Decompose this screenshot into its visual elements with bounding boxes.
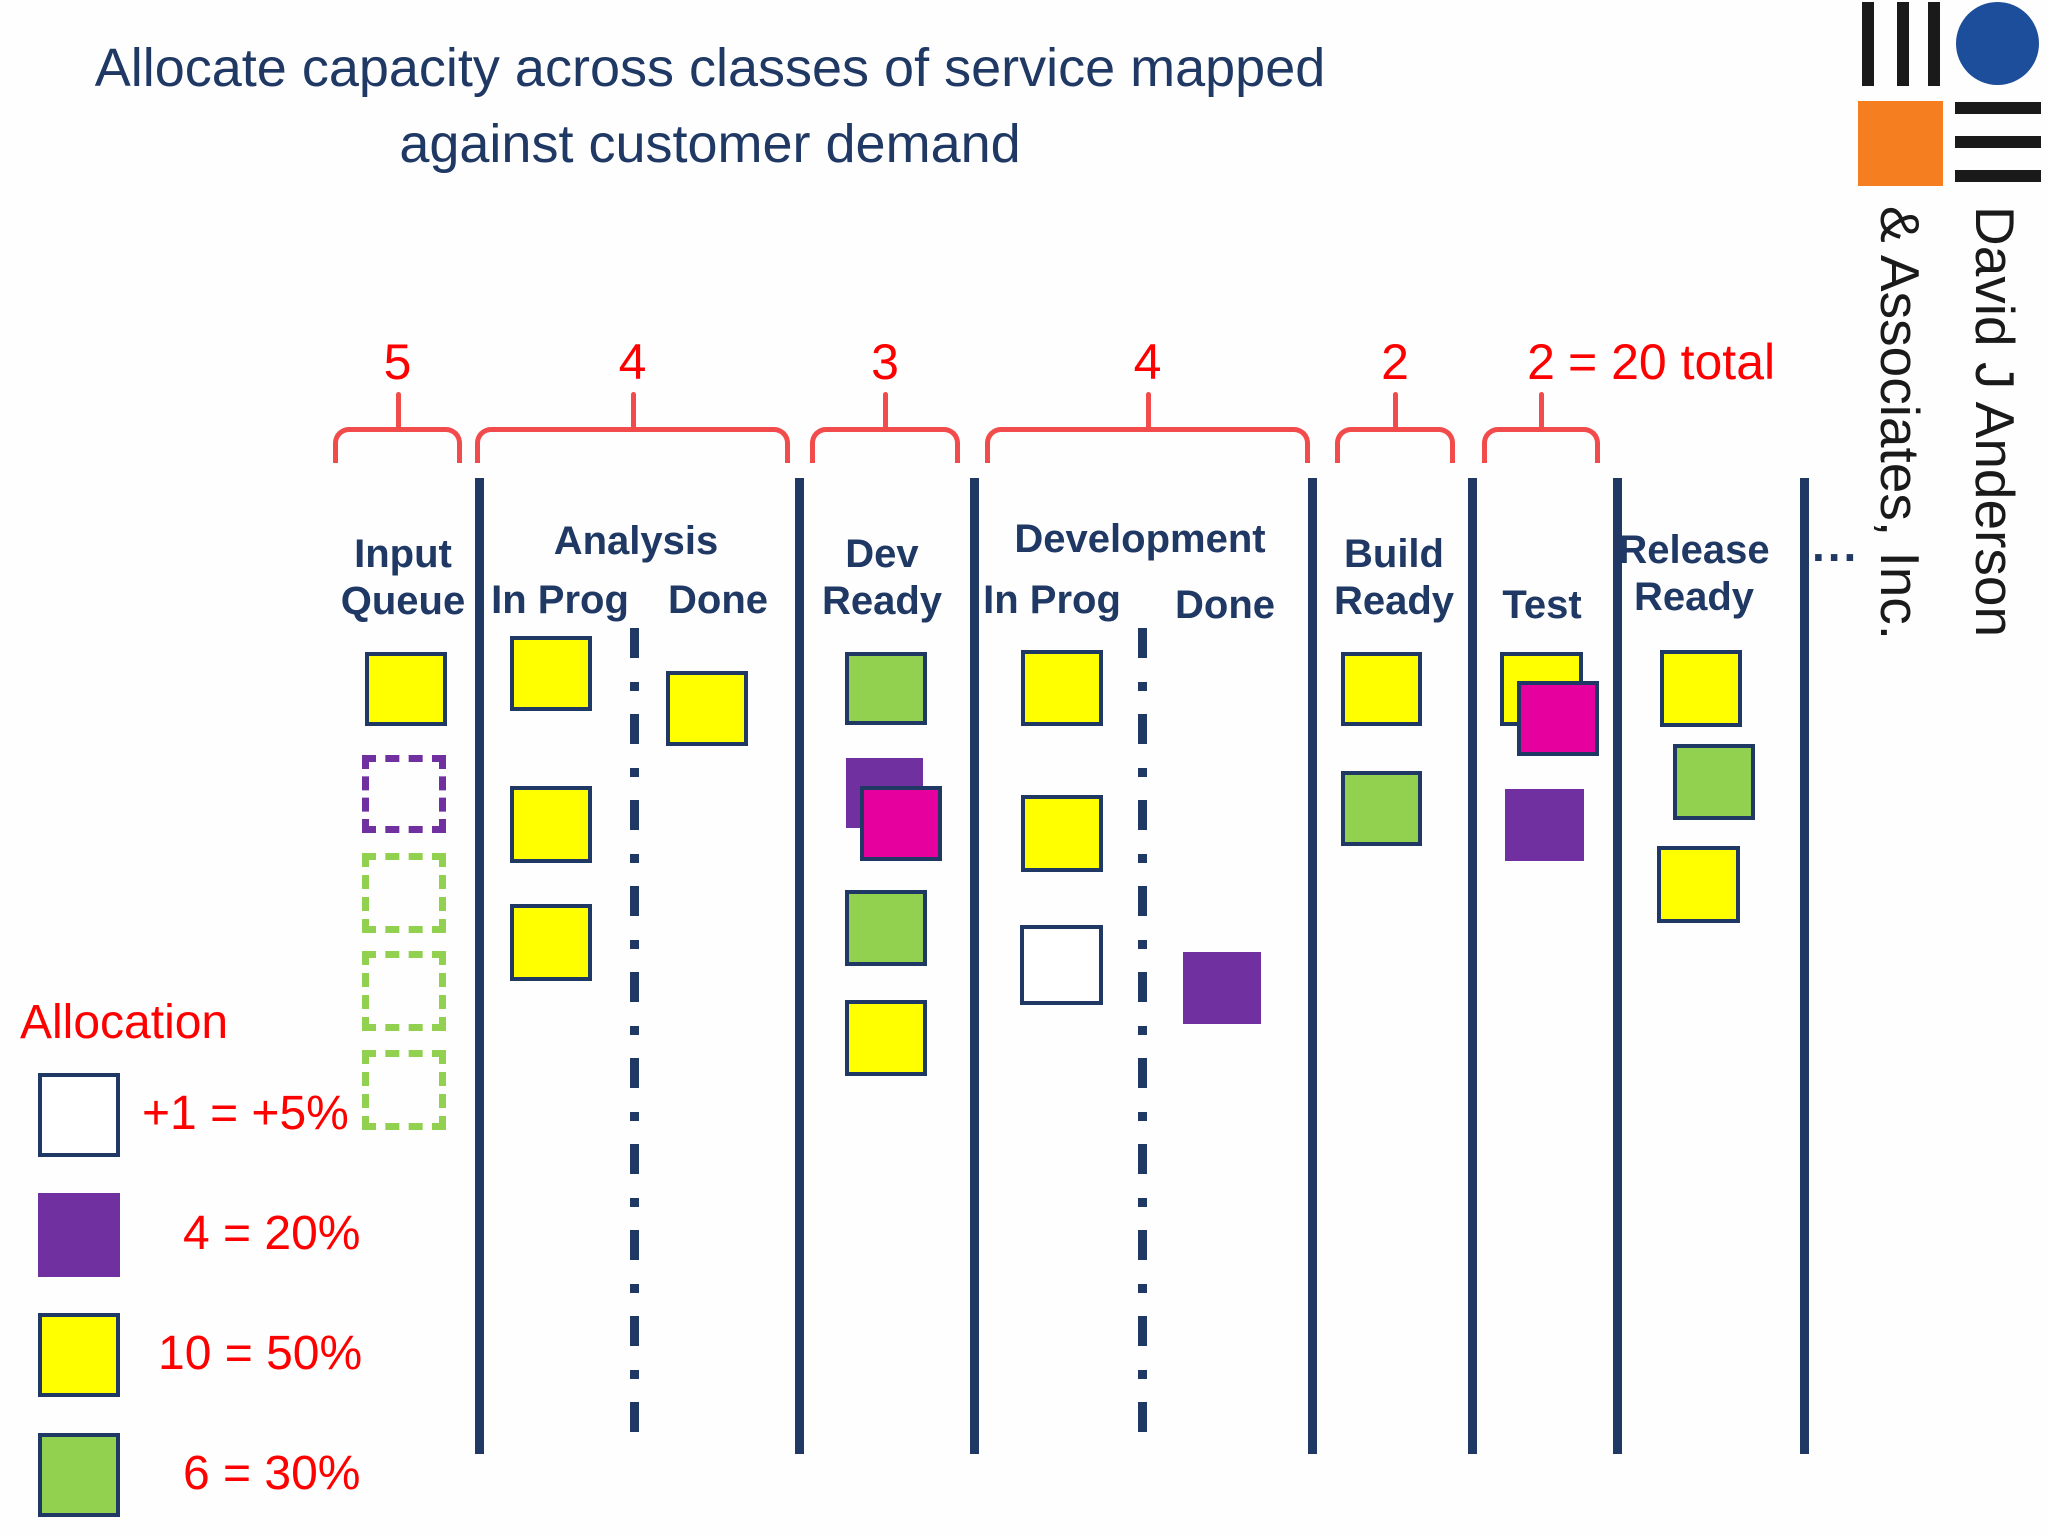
column-header-analysis-in-prog: In Prog bbox=[491, 578, 629, 622]
logo-horizontal-bar-icon bbox=[1955, 102, 2041, 114]
column-header-input-queue-line1: Input bbox=[354, 532, 452, 576]
capacity-total: = 20 total bbox=[1568, 334, 1776, 390]
capacity-count: 5 bbox=[383, 334, 412, 390]
column-header-development-done: Done bbox=[1175, 583, 1275, 627]
column-header-dev-ready-line1: Dev bbox=[845, 532, 919, 576]
sticky-note-white bbox=[1020, 925, 1103, 1005]
sticky-note-yellow bbox=[1021, 650, 1103, 726]
logo-company-name: David J Anderson & Associates, Inc. bbox=[1852, 206, 2042, 686]
sticky-note-yellow bbox=[845, 1000, 927, 1076]
logo-vertical-bar-icon bbox=[1862, 2, 1874, 86]
column-header-input-queue-line2: Queue bbox=[340, 579, 466, 623]
sticky-note-yellow bbox=[1657, 846, 1740, 923]
logo-company-name-line1: David J Anderson bbox=[1964, 206, 2026, 638]
sticky-note-green bbox=[1673, 744, 1755, 820]
legend-swatch-purple bbox=[38, 1193, 120, 1277]
sticky-note-yellow bbox=[510, 904, 592, 981]
column-header-build-ready-line2: Ready bbox=[1333, 579, 1455, 623]
sticky-note-yellow bbox=[510, 786, 592, 863]
board-column-divider-line bbox=[1308, 478, 1317, 1454]
sticky-note-green bbox=[845, 890, 927, 966]
column-header-analysis: Analysis bbox=[553, 519, 719, 563]
sticky-note-magenta bbox=[860, 786, 942, 861]
capacity-count: 2 bbox=[1381, 334, 1409, 390]
capacity-brace-stem bbox=[395, 392, 401, 429]
column-header-development-in-prog: In Prog bbox=[983, 578, 1121, 622]
logo-vertical-bar-icon bbox=[1928, 2, 1940, 86]
column-header-test: Test bbox=[1502, 583, 1582, 627]
capacity-count: 3 bbox=[871, 334, 899, 390]
logo-horizontal-bar-icon bbox=[1955, 170, 2041, 182]
legend-label-green: 6 = 30% bbox=[183, 1447, 361, 1500]
page-title-line2: against customer demand bbox=[399, 114, 1021, 174]
capacity-count: 2 bbox=[1527, 334, 1555, 390]
capacity-brace bbox=[810, 427, 960, 463]
column-header-build-ready: Build Ready bbox=[1334, 531, 1454, 625]
capacity-count: 4 bbox=[618, 334, 647, 390]
board-subcolumn-dashed-divider bbox=[1138, 628, 1147, 1456]
board-column-divider-line bbox=[475, 478, 484, 1454]
capacity-count: 4 bbox=[1133, 334, 1162, 390]
column-header-release-ready-line1: Release bbox=[1618, 528, 1770, 572]
logo-vertical-bar-icon bbox=[1897, 2, 1909, 86]
sticky-note-yellow bbox=[1341, 652, 1422, 726]
page-title-line1: Allocate capacity across classes of serv… bbox=[94, 38, 1326, 98]
legend-label-purple: 4 = 20% bbox=[183, 1207, 361, 1260]
capacity-brace-stem bbox=[1393, 392, 1398, 429]
capacity-brace bbox=[475, 427, 790, 463]
queue-slot-green bbox=[362, 853, 446, 933]
queue-slot-green bbox=[362, 1050, 446, 1130]
board-column-divider-line bbox=[1800, 478, 1809, 1454]
capacity-brace bbox=[1482, 427, 1600, 463]
sticky-note-purple bbox=[1505, 789, 1584, 861]
legend-swatch-yellow bbox=[38, 1313, 120, 1397]
board-column-divider-line bbox=[1613, 478, 1622, 1454]
sticky-note-yellow bbox=[365, 652, 447, 726]
legend-title: Allocation bbox=[20, 996, 229, 1049]
column-header-release-ready: Release Ready bbox=[1618, 527, 1769, 621]
capacity-brace bbox=[1335, 427, 1455, 463]
sticky-note-yellow bbox=[510, 636, 592, 711]
queue-slot-purple bbox=[362, 755, 446, 833]
sticky-note-green bbox=[1341, 771, 1422, 846]
legend-label-white: +1 = +5% bbox=[142, 1087, 349, 1140]
capacity-brace bbox=[985, 427, 1310, 463]
legend-swatch-green bbox=[38, 1433, 120, 1517]
capacity-brace-stem bbox=[630, 392, 636, 429]
capacity-brace-stem bbox=[1539, 392, 1544, 429]
sticky-note-green bbox=[845, 652, 927, 725]
legend-label-yellow: 10 = 50% bbox=[158, 1327, 363, 1380]
board-subcolumn-dashed-divider bbox=[630, 628, 639, 1456]
page-title: Allocate capacity across classes of serv… bbox=[95, 30, 1326, 182]
sticky-note-yellow bbox=[666, 671, 748, 746]
sticky-note-yellow bbox=[1021, 795, 1103, 872]
board-column-divider-line bbox=[795, 478, 804, 1454]
more-columns-ellipsis: ... bbox=[1812, 519, 1860, 571]
capacity-brace bbox=[333, 427, 462, 463]
capacity-brace-stem bbox=[1145, 392, 1151, 429]
column-header-input-queue: Input Queue bbox=[341, 531, 465, 625]
logo-orange-square-icon bbox=[1858, 101, 1943, 186]
capacity-brace-stem bbox=[883, 392, 888, 429]
column-header-dev-ready: Dev Ready bbox=[822, 531, 942, 625]
board-column-divider-line bbox=[1468, 478, 1477, 1454]
logo-circle-icon bbox=[1956, 2, 2039, 85]
sticky-note-magenta bbox=[1517, 681, 1599, 756]
column-header-analysis-done: Done bbox=[668, 578, 768, 622]
column-header-dev-ready-line2: Ready bbox=[821, 579, 943, 623]
sticky-note-yellow bbox=[1660, 650, 1742, 727]
sticky-note-purple bbox=[1183, 952, 1261, 1024]
column-header-development: Development bbox=[1014, 517, 1266, 561]
logo-company-name-line2: & Associates, Inc. bbox=[1869, 206, 1931, 641]
column-header-build-ready-line1: Build bbox=[1344, 532, 1444, 576]
legend-swatch-white bbox=[38, 1073, 120, 1157]
logo-horizontal-bar-icon bbox=[1955, 136, 2041, 148]
queue-slot-green bbox=[362, 951, 446, 1031]
column-header-release-ready-line2: Ready bbox=[1633, 575, 1755, 619]
board-column-divider-line bbox=[970, 478, 979, 1454]
